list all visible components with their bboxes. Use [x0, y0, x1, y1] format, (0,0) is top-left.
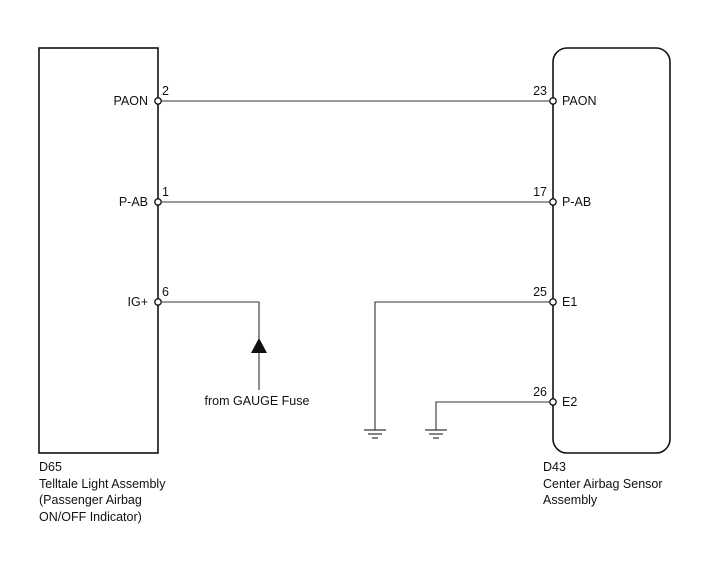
pin-number: 23 — [533, 84, 547, 98]
pin-terminal-icon — [154, 97, 162, 105]
pin-name: P-AB — [562, 195, 591, 209]
fuse-arrow-icon — [251, 338, 267, 353]
component-name-line: Assembly — [543, 493, 598, 507]
pin-number: 6 — [162, 285, 169, 299]
d43-component-body — [552, 47, 671, 454]
pin-name: E1 — [562, 295, 577, 309]
pin-number: 26 — [533, 385, 547, 399]
pin-name: P-AB — [119, 195, 148, 209]
pin-name: PAON — [114, 94, 149, 108]
pin-number: 25 — [533, 285, 547, 299]
d65-component-body — [38, 47, 159, 454]
pin-terminal-icon — [549, 97, 557, 105]
wire-ig-plus — [158, 301, 260, 390]
pin-terminal-icon — [549, 198, 557, 206]
wire-e1-ground — [374, 301, 553, 430]
pin-name: IG+ — [128, 295, 149, 309]
component-code: D43 — [543, 460, 566, 474]
component-name-line: Telltale Light Assembly — [39, 477, 166, 491]
ground-icon — [364, 429, 386, 439]
component-name-line: ON/OFF Indicator) — [39, 510, 142, 524]
component-name-line: Center Airbag Sensor — [543, 477, 663, 491]
pin-terminal-icon — [549, 298, 557, 306]
pin-number: 2 — [162, 84, 169, 98]
ground-icon — [425, 429, 447, 439]
pin-terminal-icon — [154, 198, 162, 206]
pin-terminal-icon — [154, 298, 162, 306]
pin-name: E2 — [562, 395, 577, 409]
component-code: D65 — [39, 460, 62, 474]
pin-number: 1 — [162, 185, 169, 199]
wire-e2-ground — [435, 401, 553, 430]
component-name-line: (Passenger Airbag — [39, 493, 142, 507]
pin-name: PAON — [562, 94, 597, 108]
power-source-label: from GAUGE Fuse — [205, 394, 310, 408]
pin-number: 17 — [533, 185, 547, 199]
pin-terminal-icon — [549, 398, 557, 406]
